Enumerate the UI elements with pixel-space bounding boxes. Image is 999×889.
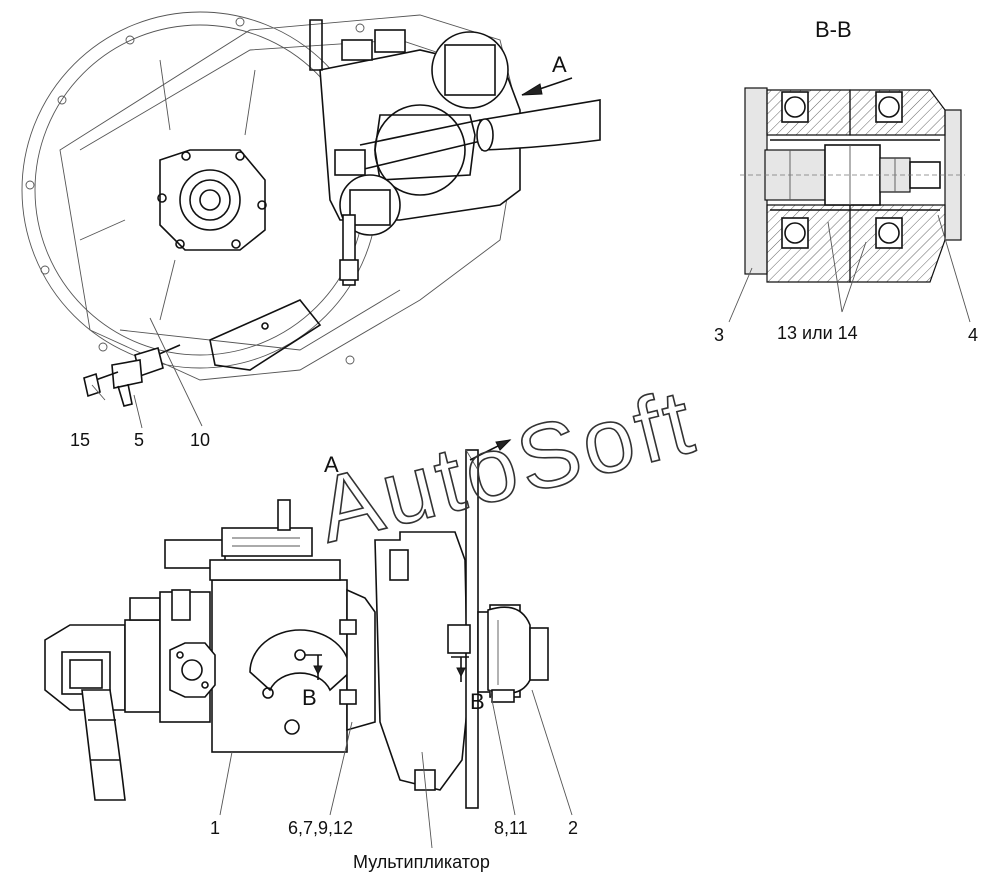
caption: Мультипликатор <box>353 852 490 872</box>
view-arrow-a-top <box>521 77 573 96</box>
callout-2: 2 <box>568 818 578 838</box>
port-flange <box>169 642 216 698</box>
leader-15 <box>91 384 106 401</box>
leader-2 <box>531 689 573 816</box>
callout-5: 5 <box>134 430 144 450</box>
view-arrow-a-bottom <box>469 439 512 461</box>
leader-13a <box>827 221 843 313</box>
callout-13-or-14: 13 или 14 <box>777 323 858 343</box>
callout-3: 3 <box>714 325 724 345</box>
section-b-b-view <box>740 87 965 283</box>
callout-15: 15 <box>70 430 90 450</box>
leader-10 <box>149 317 203 427</box>
callout-4: 4 <box>968 325 978 345</box>
leader-4 <box>937 214 971 323</box>
leader-3 <box>728 267 753 323</box>
section-mark-left <box>305 654 323 680</box>
rim-bolts <box>25 17 365 365</box>
view-label-a-bottom: A <box>324 452 339 477</box>
leader-6 <box>329 721 353 816</box>
leader-8 <box>489 689 516 816</box>
leader-13b <box>841 241 867 313</box>
hub <box>157 149 267 251</box>
section-title: B-B <box>815 17 852 42</box>
watermark: AutoSoft <box>308 370 706 562</box>
bottom-view-assembly <box>44 449 549 809</box>
callout-10: 10 <box>190 430 210 450</box>
leader-mult <box>421 751 433 849</box>
section-label-b-left: B <box>302 685 317 710</box>
callout-6-7-9-12: 6,7,9,12 <box>288 818 353 838</box>
leader-5 <box>133 394 143 429</box>
top-view-gearbox <box>21 11 601 407</box>
callout-8-11: 8,11 <box>494 818 528 838</box>
section-label-b-right: B <box>470 689 485 714</box>
leader-1 <box>219 751 233 816</box>
section-mark-right <box>451 656 469 682</box>
pump-block <box>309 19 601 286</box>
callout-1: 1 <box>210 818 220 838</box>
view-label-a-top: A <box>552 52 567 77</box>
